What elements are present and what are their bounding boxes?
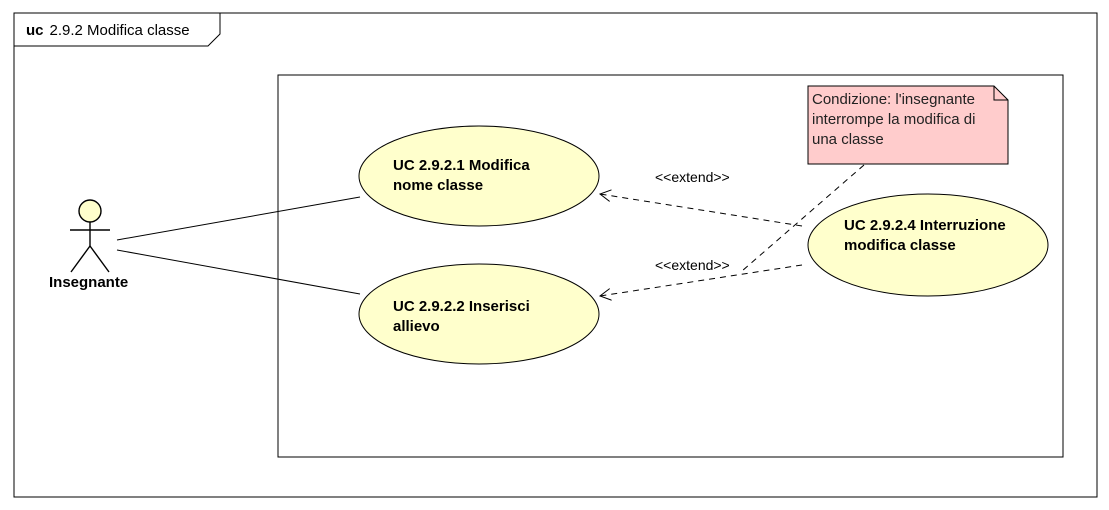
use-case-label-modifica-nome: UC 2.9.2.1 Modifica nome classe (393, 157, 530, 194)
use-case-ellipse-interruzione[interactable] (807, 193, 1049, 297)
extend-label-2: <<extend>> (655, 257, 730, 273)
frame-title-text: 2.9.2 Modifica classe (49, 22, 190, 39)
use-case-ellipse-modifica-nome[interactable] (358, 125, 600, 227)
association-line-uc2[interactable] (116, 249, 361, 295)
note-corner-fold (993, 86, 1008, 101)
extend-label-1: <<extend>> (655, 169, 730, 185)
note-text: Condizione: l'insegnante interrompe la m… (812, 91, 976, 148)
actor-figure[interactable] (70, 199, 110, 273)
association-line-uc1[interactable] (116, 196, 361, 241)
note-anchor-line (741, 164, 865, 272)
use-case-ellipse-inserisci-allievo[interactable] (358, 263, 600, 365)
extend-arrow-1[interactable] (600, 194, 803, 227)
actor-head (78, 199, 102, 223)
frame-title: uc 2.9.2 Modifica classe (26, 22, 190, 39)
frame-keyword: uc (26, 22, 44, 39)
actor-name: Insegnante (49, 274, 129, 291)
use-case-label-inserisci-allievo: UC 2.9.2.2 Inserisci allievo (393, 298, 530, 335)
use-case-label-interruzione: UC 2.9.2.4 Interruzione modifica classe (844, 217, 1006, 254)
extend-arrow-2[interactable] (600, 264, 803, 296)
frame-title-tab (14, 13, 221, 47)
note-shape[interactable] (807, 85, 1009, 165)
